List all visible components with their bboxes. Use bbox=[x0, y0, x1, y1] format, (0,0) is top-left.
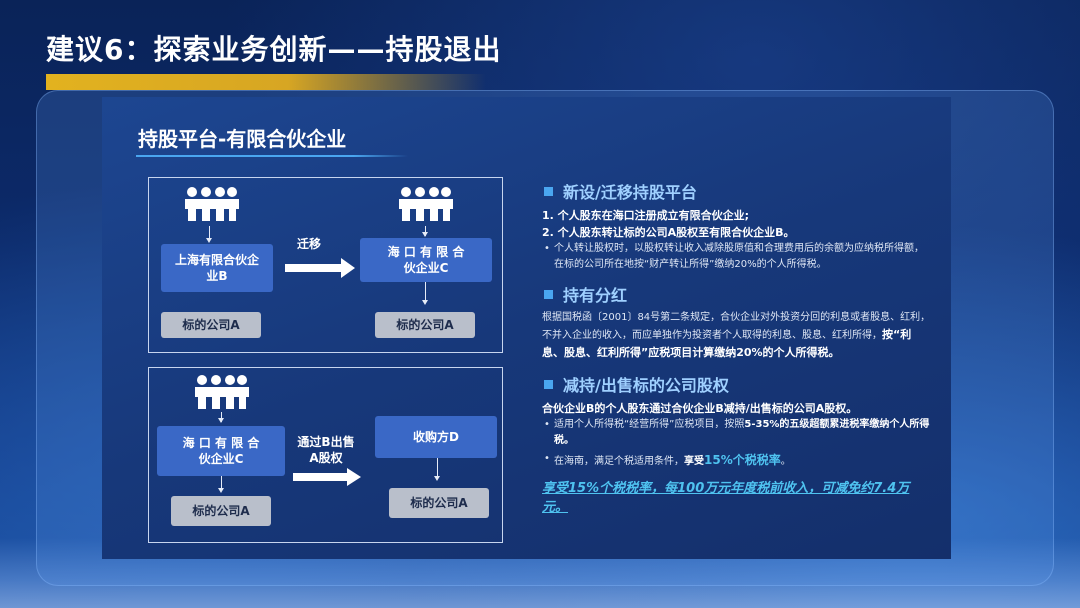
diagram-sale: 海 口 有 限 合伙企业C 标的公司A 通过B出售A股权 收购方D 标的公司A bbox=[148, 367, 503, 543]
connector-line bbox=[425, 282, 426, 302]
connector-arrowhead bbox=[218, 488, 224, 493]
section1-line2: 2. 个人股东转让标的公司A股权至有限合伙企业B。 bbox=[542, 224, 932, 241]
content-panel: 持股平台-有限合伙企业 上海有限合伙企业B 标的公司A 迁移 bbox=[102, 97, 951, 559]
right-arrow-icon bbox=[293, 468, 361, 486]
connector-arrowhead bbox=[422, 300, 428, 305]
box-acquirer-d-label: 收购方D bbox=[413, 429, 459, 445]
people-group-icon bbox=[183, 186, 239, 222]
right-arrow-icon bbox=[285, 258, 355, 278]
target-a-label: 标的公司A bbox=[192, 503, 249, 519]
box-partnership-c: 海 口 有 限 合伙企业C bbox=[360, 238, 492, 282]
connector-arrowhead bbox=[422, 232, 428, 237]
section3-bullet2-bold: 享受 bbox=[684, 456, 704, 467]
square-bullet-icon bbox=[544, 187, 553, 196]
box-target-a-left: 标的公司A bbox=[161, 312, 261, 338]
section3-heading: 减持/出售标的公司股权 bbox=[563, 372, 729, 396]
slide-title: 建议6：探索业务创新——持股退出 bbox=[46, 28, 501, 68]
section3-bullet2: 在海南，满足个税适用条件，享受15%个税税率。 bbox=[542, 451, 932, 470]
square-bullet-icon bbox=[544, 290, 553, 299]
section1-line1: 1. 个人股东在海口注册成立有限合伙企业; bbox=[542, 207, 932, 224]
section3-line1: 合伙企业B的个人股东通过合伙企业B减持/出售标的公司A股权。 bbox=[542, 400, 932, 417]
box-partnership-c-label: 海 口 有 限 合伙企业C bbox=[386, 244, 466, 276]
connector-arrowhead bbox=[206, 238, 212, 243]
people-group-icon bbox=[193, 374, 249, 410]
people-group-icon bbox=[397, 186, 453, 222]
section3-bullet1: 适用个人所得税“经营所得”应税项目，按照5-35%的五级超额累进税率缴纳个人所得… bbox=[542, 417, 932, 448]
target-a-label: 标的公司A bbox=[182, 317, 239, 333]
subtitle-underline bbox=[136, 155, 408, 157]
target-a-label: 标的公司A bbox=[410, 495, 467, 511]
box-partnership-c-label: 海 口 有 限 合伙企业C bbox=[181, 435, 261, 467]
box-partnership-c: 海 口 有 限 合伙企业C bbox=[157, 426, 285, 476]
panel-subtitle: 持股平台-有限合伙企业 bbox=[138, 123, 346, 152]
tax-rate-highlight: 15%个税税率 bbox=[704, 453, 781, 467]
section2-paragraph: 根据国税函〔2001〕84号第二条规定，合伙企业对外投资分回的利息或者股息、红利… bbox=[542, 310, 932, 362]
connector-arrowhead bbox=[434, 476, 440, 481]
section3-bullet2-end: 。 bbox=[781, 456, 791, 467]
box-target-a-right: 标的公司A bbox=[389, 488, 489, 518]
connector-line bbox=[437, 458, 438, 478]
section1-heading: 新设/迁移持股平台 bbox=[563, 179, 697, 203]
section2-heading: 持有分红 bbox=[563, 282, 627, 306]
section2-text: 根据国税函〔2001〕84号第二条规定，合伙企业对外投资分回的利息或者股息、红利… bbox=[542, 312, 930, 341]
diagram-migration: 上海有限合伙企业B 标的公司A 迁移 海 口 有 限 合伙企业C 标的公司A bbox=[148, 177, 503, 353]
section-heading: 持有分红 bbox=[542, 282, 932, 306]
target-a-label: 标的公司A bbox=[396, 317, 453, 333]
section-heading: 新设/迁移持股平台 bbox=[542, 179, 932, 203]
title-underline-bar bbox=[46, 74, 486, 90]
sale-label: 通过B出售A股权 bbox=[297, 434, 355, 466]
box-target-a-left: 标的公司A bbox=[171, 496, 271, 526]
section3-bullet2-text: 在海南，满足个税适用条件， bbox=[554, 456, 684, 467]
box-partnership-b-label: 上海有限合伙企业B bbox=[172, 252, 262, 284]
migrate-label: 迁移 bbox=[289, 236, 329, 252]
section-heading: 减持/出售标的公司股权 bbox=[542, 372, 932, 396]
box-partnership-b: 上海有限合伙企业B bbox=[161, 244, 273, 292]
square-bullet-icon bbox=[544, 380, 553, 389]
section3-bullet1-text: 适用个人所得税“经营所得”应税项目，按照 bbox=[554, 419, 744, 430]
connector-arrowhead bbox=[218, 418, 224, 423]
box-acquirer-d: 收购方D bbox=[375, 416, 497, 458]
section1-bullet: 个人转让股权时，以股权转让收入减除股原值和合理费用后的余额为应纳税所得额，在标的… bbox=[542, 241, 932, 272]
conclusion-text: 享受15%个税税率，每100万元年度税前收入，可减免约7.4万元。 bbox=[542, 480, 932, 518]
box-target-a-right: 标的公司A bbox=[375, 312, 475, 338]
explanation-column: 新设/迁移持股平台 1. 个人股东在海口注册成立有限合伙企业; 2. 个人股东转… bbox=[542, 179, 932, 517]
